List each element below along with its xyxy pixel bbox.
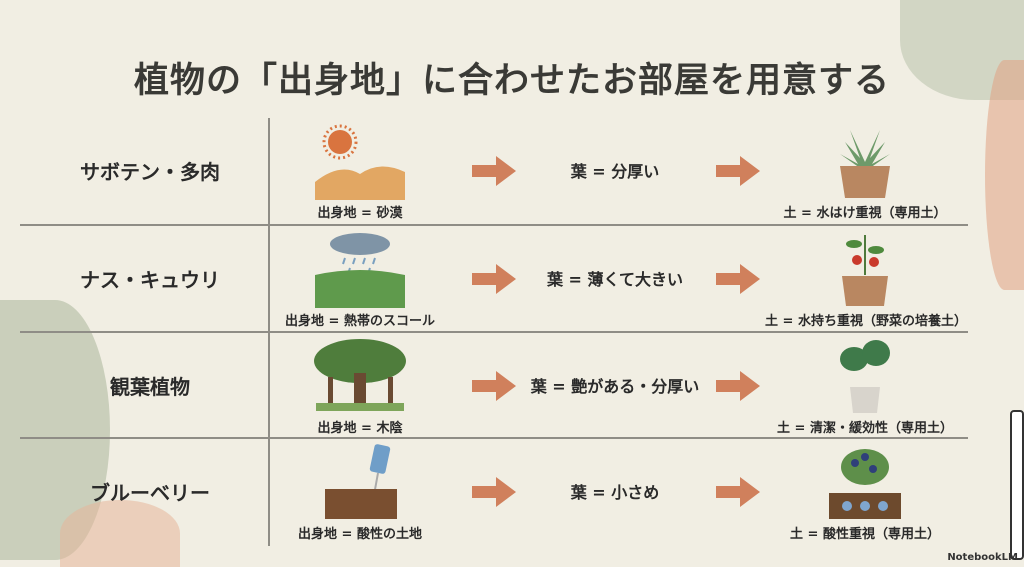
plant-label: ナス・キュウリ bbox=[80, 268, 220, 292]
leaf-trait: 葉 = 薄くて大きい bbox=[546, 270, 684, 289]
table-row: ブルーベリー 出身地 = 酸性の土地 葉 = 小さめ 土 = 酸性重視（専用土） bbox=[0, 439, 1024, 545]
table-row: 観葉植物 出身地 = 木陰 葉 = 艶がある・分厚い 土 = 清潔・緩効性（専用… bbox=[0, 333, 1024, 439]
leaf-trait: 葉 = 艶がある・分厚い bbox=[530, 377, 700, 396]
watercolor-decoration bbox=[985, 60, 1024, 290]
ph-meter-icon bbox=[325, 444, 397, 519]
leaf-trait: 葉 = 分厚い bbox=[570, 162, 660, 181]
page-title: 植物の「出身地」に合わせたお部屋を用意する bbox=[133, 61, 890, 101]
tree-shade-icon bbox=[314, 339, 406, 411]
leaf-trait: 葉 = 小さめ bbox=[570, 483, 660, 502]
blueberry-soil-icon bbox=[829, 449, 901, 519]
notebooklm-watermark: NotebookLM bbox=[947, 552, 1018, 563]
origin-caption: 出身地 = 木陰 bbox=[317, 421, 403, 436]
tropical-rain-icon bbox=[315, 233, 405, 308]
arrow-right-icon bbox=[716, 264, 760, 294]
soil-caption: 土 = 水持ち重視（野菜の培養土） bbox=[765, 314, 967, 329]
row-divider bbox=[20, 331, 968, 333]
table-row: サボテン・多肉 出身地 = 砂漠 葉 = 分厚い 土 = 水はけ重視（専用土） bbox=[0, 118, 1024, 224]
origin-caption: 出身地 = 酸性の土地 bbox=[298, 527, 422, 542]
arrow-right-icon bbox=[716, 477, 760, 507]
arrow-right-icon bbox=[716, 371, 760, 401]
arrow-right-icon bbox=[716, 156, 760, 186]
plant-label: サボテン・多肉 bbox=[80, 160, 220, 184]
origin-caption: 出身地 = 砂漠 bbox=[317, 206, 403, 221]
row-divider bbox=[20, 437, 968, 439]
soil-caption: 土 = 水はけ重視（専用土） bbox=[783, 206, 947, 221]
table-row: ナス・キュウリ 出身地 = 熱帯のスコール 葉 = 薄くて大きい 土 = 水持ち… bbox=[0, 226, 1024, 332]
phone-overlay bbox=[1010, 410, 1024, 560]
succulent-pot-icon bbox=[840, 130, 890, 198]
plant-label: 観葉植物 bbox=[110, 375, 190, 399]
soil-caption: 土 = 酸性重視（専用土） bbox=[790, 527, 940, 542]
arrow-right-icon bbox=[472, 371, 516, 401]
tomato-pot-icon bbox=[842, 235, 888, 306]
origin-caption: 出身地 = 熱帯のスコール bbox=[285, 314, 435, 329]
plant-label: ブルーベリー bbox=[90, 481, 210, 505]
arrow-right-icon bbox=[472, 477, 516, 507]
soil-caption: 土 = 清潔・緩効性（専用土） bbox=[777, 421, 953, 436]
desert-icon bbox=[315, 124, 405, 200]
arrow-right-icon bbox=[472, 156, 516, 186]
watercolor-decoration bbox=[60, 500, 180, 567]
row-divider bbox=[20, 224, 968, 226]
monstera-pot-icon bbox=[840, 340, 890, 413]
arrow-right-icon bbox=[472, 264, 516, 294]
